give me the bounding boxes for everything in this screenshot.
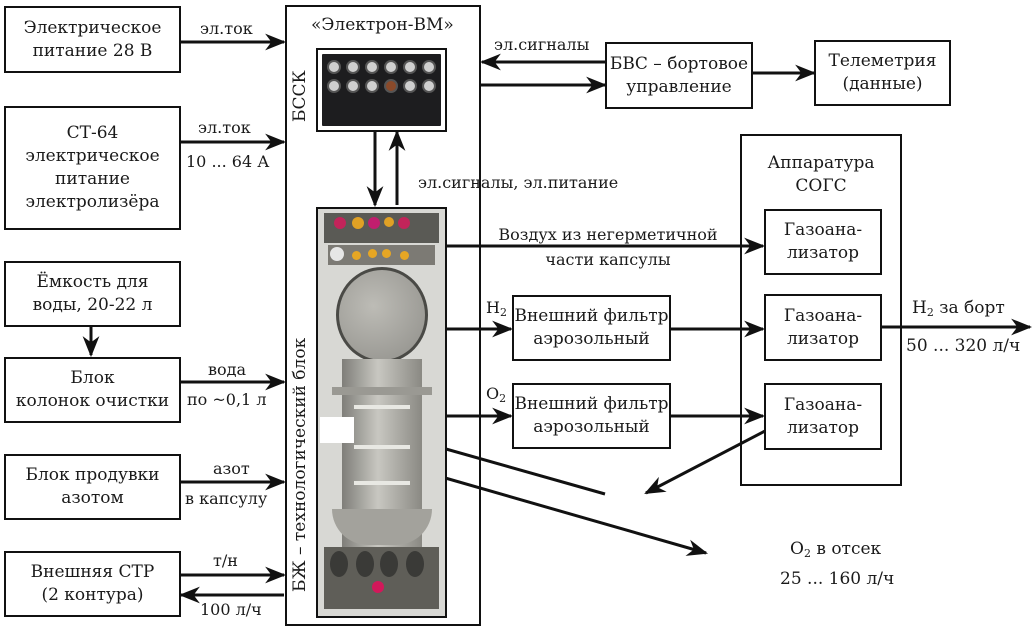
bssk-connector-icon [403, 60, 418, 74]
external-aerosol-filter-o2: Внешний фильтр аэрозольный [512, 383, 671, 449]
block-water-tank: Ёмкость для воды, 20-22 л [4, 261, 181, 327]
bssk-connector-icon [384, 79, 399, 93]
arrow-analyzer-to-junction [644, 429, 766, 495]
bssk-connector-icon [364, 60, 379, 74]
label-bvs-signals: эл.сигналы [494, 35, 590, 54]
label-water: вода [208, 360, 247, 379]
bssk-connector-icon [326, 79, 341, 93]
label-st64-current: эл.ток [198, 118, 251, 137]
arrow-o2-to-compartment [399, 463, 709, 556]
bssk-connector-icon [345, 60, 360, 74]
label-o2-compartment-rate: 25 ... 160 л/ч [780, 569, 895, 589]
bssk-connector-icon [422, 79, 437, 93]
bssk-panel-image [316, 48, 447, 132]
label-h2-overboard: H2 за борт [912, 298, 1005, 319]
label-o2-compartment: O2 в отсек [790, 539, 882, 560]
bssk-connector-icon [422, 60, 437, 74]
block-power-28v: Электрическое питание 28 В [4, 6, 181, 73]
block-external-str: Внешняя СТР (2 контура) [4, 551, 181, 617]
external-aerosol-filter-h2: Внешний фильтр аэрозольный [512, 295, 671, 361]
bssk-label: БССК [290, 70, 310, 122]
block-purification-columns: Блок колонок очистки [4, 357, 181, 423]
label-power28-current: эл.ток [200, 19, 253, 38]
label-str-in: т/н [213, 551, 238, 570]
label-nitrogen: азот [213, 459, 250, 478]
bssk-connector-icon [364, 79, 379, 93]
label-str-flow: 100 л/ч [200, 600, 262, 619]
gas-analyzer-o2: Газоана- лизатор [764, 383, 882, 450]
bzh-label: БЖ – технологический блок [290, 337, 310, 592]
label-nitrogen-target: в капсулу [185, 489, 268, 508]
gas-analyzer-air: Газоана- лизатор [764, 209, 882, 275]
sogs-apparatus [740, 134, 902, 486]
bssk-connector-icon [384, 60, 399, 74]
label-o2: O2 [486, 384, 507, 405]
label-h2: H2 [486, 298, 507, 319]
label-st64-range: 10 ... 64 А [186, 152, 270, 171]
bssk-connector-icon [326, 60, 341, 74]
block-nitrogen-purge: Блок продувки азотом [4, 454, 181, 520]
label-h2-overboard-rate: 50 ... 320 л/ч [906, 336, 1021, 356]
gas-analyzer-h2: Газоана- лизатор [764, 294, 882, 361]
label-water-portion: по ~0,1 л [187, 390, 267, 409]
bssk-connector-icon [345, 79, 360, 93]
label-internal-signals-power: эл.сигналы, эл.питание [418, 173, 619, 192]
bssk-connector-icon [403, 79, 418, 93]
sogs-title: Аппаратура СОГС [767, 153, 875, 196]
block-telemetry: Телеметрия (данные) [814, 40, 951, 106]
block-st64: СТ-64 электрическое питание электролизёр… [4, 106, 181, 230]
label-air-from-unsealed: Воздух из негерметичной части капсулы [498, 225, 718, 269]
bzh-block-image [316, 207, 447, 618]
electron-vm-title: «Электрон-ВМ» [311, 15, 454, 35]
block-bvs-onboard-control: БВС – бортовое управление [605, 42, 753, 109]
electron-vm-unit [285, 5, 481, 626]
